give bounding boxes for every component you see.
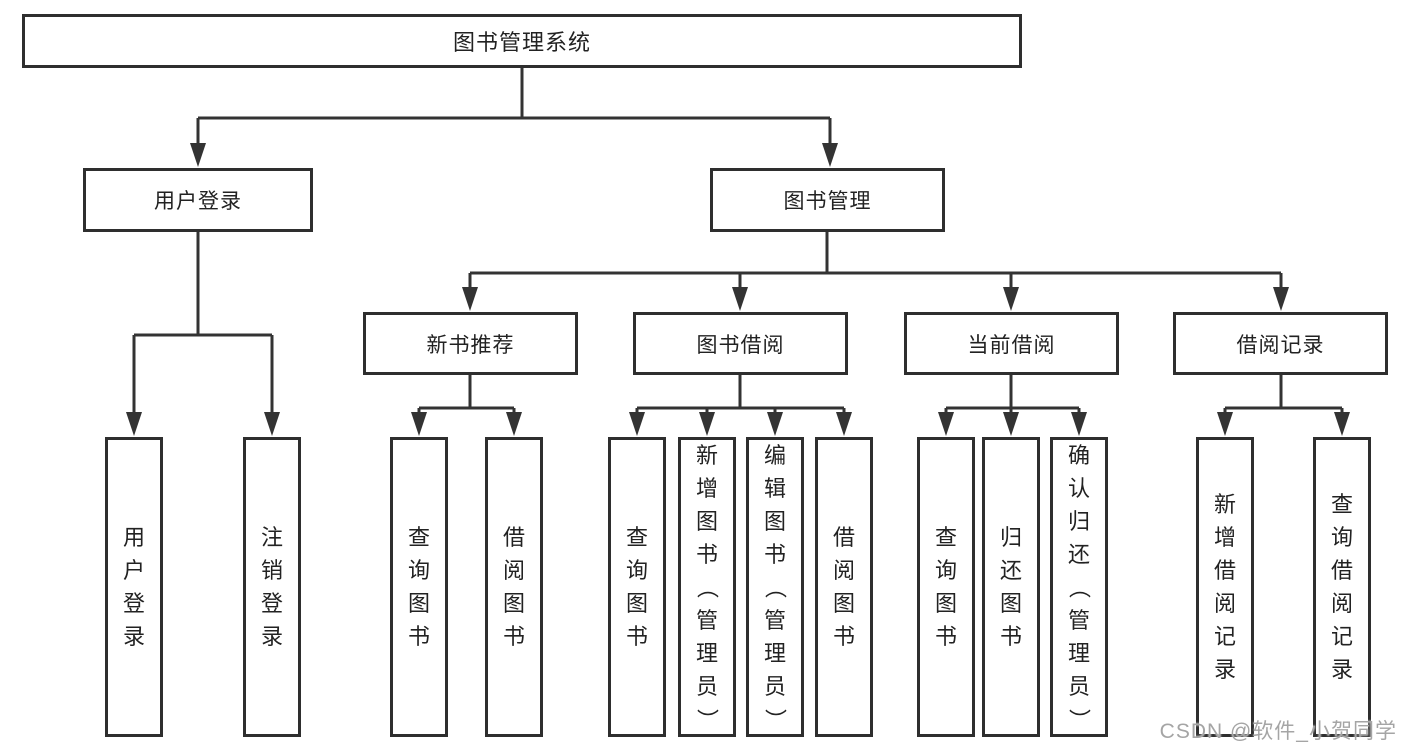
node-label: 图书借阅 — [696, 333, 785, 357]
node-current-borrowing: 当前借阅 — [904, 312, 1119, 375]
node-label: 借阅记录 — [1236, 333, 1325, 357]
csdn-watermark: CSDN @软件_小贺同学 — [1159, 720, 1397, 743]
leaf-logout: 注销登录 — [243, 437, 301, 737]
leaf-query-books-3: 查询图书 — [917, 437, 975, 737]
node-label: 当前借阅 — [967, 333, 1056, 357]
leaf-query-books-2: 查询图书 — [608, 437, 666, 737]
node-label: 用户登录 — [154, 190, 242, 213]
leaf-confirm-return-admin: 确认归还（管理员） — [1050, 437, 1108, 737]
arrowhead-icons — [126, 143, 1350, 436]
leaf-borrow-books-2: 借阅图书 — [815, 437, 873, 737]
node-label: 图书管理 — [783, 190, 872, 213]
leaf-borrow-books: 借阅图书 — [485, 437, 543, 737]
leaf-add-books-admin: 新增图书（管理员） — [678, 437, 736, 737]
leaf-query-books: 查询图书 — [390, 437, 448, 737]
node-label: 图书管理系统 — [452, 30, 591, 55]
leaf-add-borrow-record: 新增借阅记录 — [1196, 437, 1254, 737]
node-library-management-system: 图书管理系统 — [22, 14, 1022, 68]
node-user-login: 用户登录 — [83, 168, 313, 232]
node-new-book-recommend: 新书推荐 — [363, 312, 578, 375]
node-borrowing-records: 借阅记录 — [1173, 312, 1388, 375]
leaf-edit-books-admin: 编辑图书（管理员） — [746, 437, 804, 737]
node-book-management: 图书管理 — [710, 168, 945, 232]
node-label: 新书推荐 — [426, 333, 515, 357]
leaf-query-borrow-record: 查询借阅记录 — [1313, 437, 1371, 737]
leaf-user-login: 用户登录 — [105, 437, 163, 737]
leaf-return-books: 归还图书 — [982, 437, 1040, 737]
node-book-borrowing: 图书借阅 — [633, 312, 848, 375]
